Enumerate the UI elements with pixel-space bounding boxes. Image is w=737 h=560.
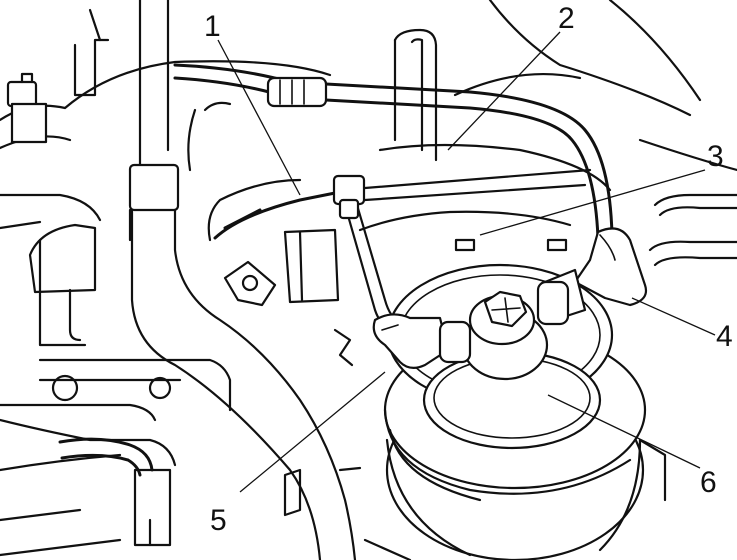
callout-3: 3 (707, 140, 724, 173)
callout-2: 2 (558, 2, 575, 35)
callout-6: 6 (700, 466, 717, 499)
leader-4 (631, 297, 716, 336)
leader-1 (217, 39, 301, 196)
leader-3 (479, 169, 706, 236)
leader-lines (217, 31, 716, 493)
callout-1: 1 (204, 10, 221, 43)
leader-6 (547, 394, 701, 469)
callouts: 1 2 3 4 5 6 (204, 2, 733, 537)
leader-2 (447, 31, 561, 151)
leader-5 (239, 371, 386, 493)
callout-5: 5 (210, 504, 227, 537)
pipes (58, 63, 648, 477)
callout-4: 4 (716, 320, 733, 353)
oil-filter (383, 263, 647, 560)
